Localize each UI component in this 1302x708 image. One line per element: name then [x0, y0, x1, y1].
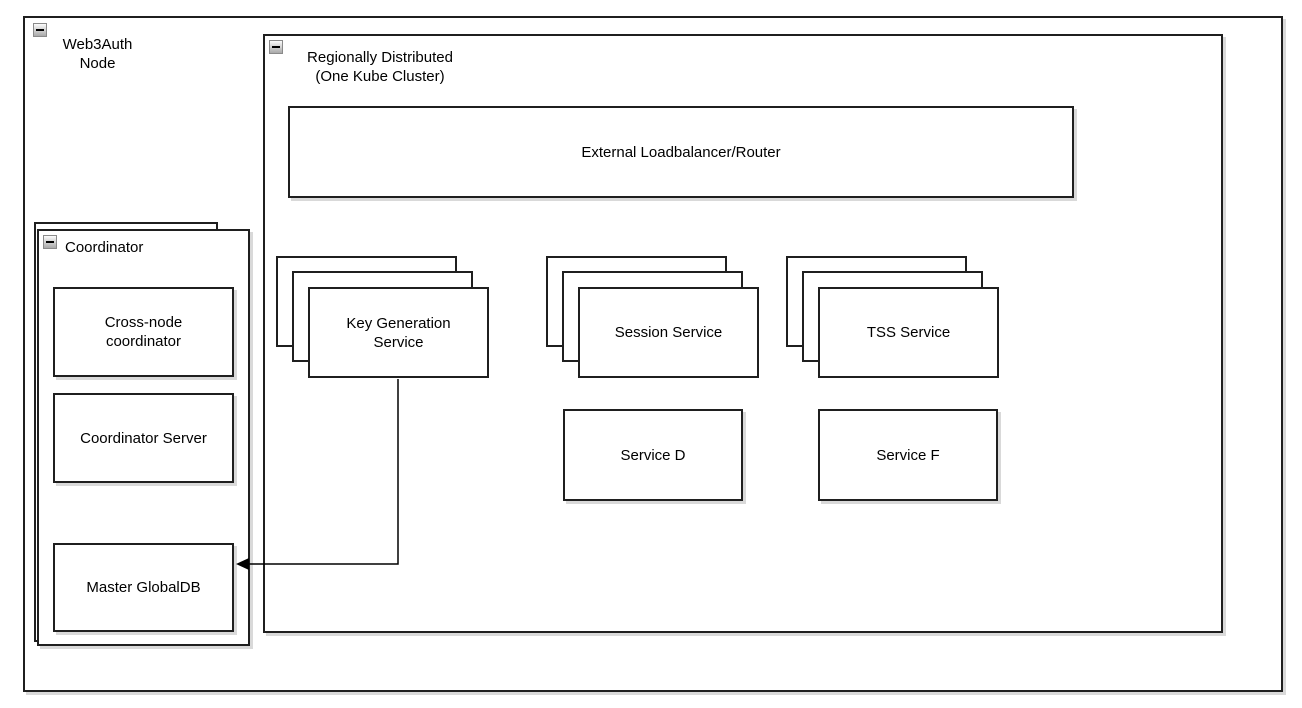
tss-service-box: TSS Service [818, 287, 999, 378]
regional-label: Regionally Distributed (One Kube Cluster… [290, 48, 470, 86]
box-label: Service [373, 333, 424, 351]
web3auth-node-label: Web3Auth Node [40, 35, 155, 73]
box-label: Key Generation [346, 314, 451, 332]
service-d-box: Service D [563, 409, 743, 501]
coordinator-label: Coordinator [65, 239, 144, 256]
collapse-icon-regional[interactable] [269, 40, 283, 54]
coordinator-server-box: Coordinator Server [53, 393, 234, 483]
box-label: Session Service [614, 324, 723, 341]
external-loadbalancer-box: External Loadbalancer/Router [288, 106, 1074, 198]
collapse-icon-coordinator[interactable] [43, 235, 57, 249]
box-label: Cross-node [104, 314, 183, 331]
label-line: Node [79, 55, 116, 72]
label-line: Web3Auth [62, 36, 133, 53]
box-label: coordinator [105, 333, 182, 350]
master-globaldb-box: Master GlobalDB [53, 543, 234, 632]
collapse-icon-web3auth[interactable] [33, 23, 47, 37]
minus-icon [36, 29, 44, 31]
box-label: TSS Service [866, 324, 951, 341]
box-label: Master GlobalDB [86, 579, 201, 596]
key-generation-service-box: Key Generation Service [308, 287, 489, 378]
cross-node-coordinator-box: Cross-node coordinator [53, 287, 234, 377]
box-label: External Loadbalancer/Router [581, 143, 781, 161]
session-service-box: Session Service [578, 287, 759, 378]
minus-icon [46, 241, 54, 243]
label-line: (One Kube Cluster) [315, 68, 445, 85]
service-f-box: Service F [818, 409, 998, 501]
box-label: Service F [876, 446, 940, 464]
label-line: Regionally Distributed [307, 49, 453, 66]
minus-icon [272, 46, 280, 48]
box-label: Coordinator Server [80, 429, 207, 447]
box-label: Service D [620, 446, 686, 464]
